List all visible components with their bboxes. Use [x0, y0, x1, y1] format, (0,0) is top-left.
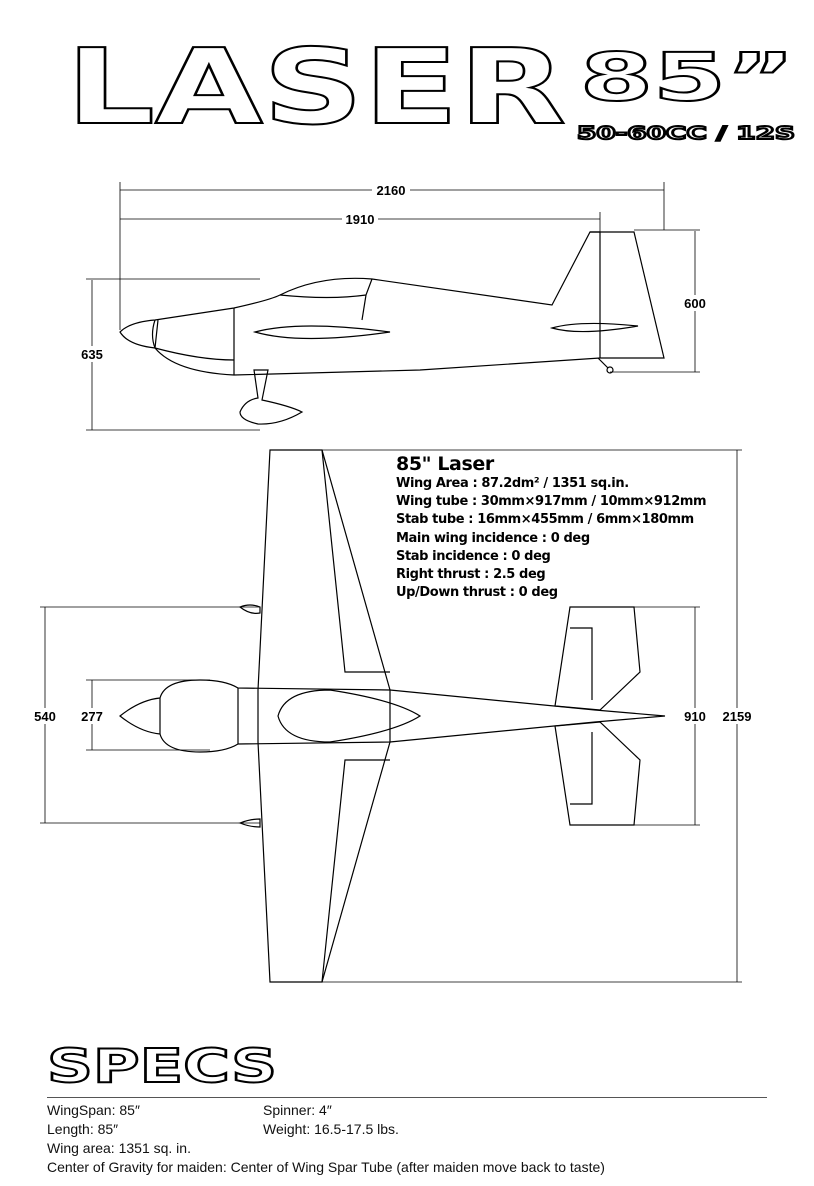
- dim-overall-length: 2160: [377, 183, 406, 198]
- dim-wingspan: 2159: [723, 709, 752, 724]
- side-view-airplane: [119, 231, 665, 425]
- spec-row: Wing tube : 30mm×917mm / 10mm×912mm: [396, 494, 707, 510]
- engine-logo: 50-60CC / 12S: [577, 123, 795, 144]
- spec-row: Stab incidence : 0 deg: [396, 548, 551, 564]
- spec-cg: Center of Gravity for maiden: Center of …: [47, 1159, 605, 1175]
- spec-row: Stab tube : 16mm×455mm / 6mm×180mm: [396, 512, 694, 528]
- spec-length: Length: 85″: [47, 1121, 119, 1137]
- spec-wingspan: WingSpan: 85″: [47, 1102, 140, 1118]
- spec-row: Right thrust : 2.5 deg: [396, 567, 546, 583]
- divider: [47, 1097, 767, 1098]
- dim-stab-span: 910: [684, 709, 706, 724]
- dim-tail-height: 600: [684, 296, 706, 311]
- spec-wing-area: Wing area: 1351 sq. in.: [47, 1140, 191, 1156]
- spec-row: Wing Area : 87.2dm² / 1351 sq.in.: [396, 476, 629, 491]
- dim-length-to-rudder: 1910: [346, 212, 375, 227]
- spec-spinner: Spinner: 4″: [263, 1102, 332, 1118]
- size-logo: 85”: [580, 39, 795, 116]
- spec-box-title: 85" Laser: [396, 453, 494, 475]
- side-view-dimensions: 2160 1910 635 600: [78, 182, 709, 431]
- dim-stab-span-inner: 540: [34, 709, 56, 724]
- spec-row: Main wing incidence : 0 deg: [396, 530, 590, 546]
- dim-cowl-width: 277: [81, 709, 103, 724]
- spec-weight: Weight: 16.5-17.5 lbs.: [263, 1121, 399, 1137]
- title-logo: LASER: [66, 26, 566, 148]
- specs-list: WingSpan: 85″ Spinner: 4″ Length: 85″ Weig…: [47, 1101, 605, 1177]
- spec-box: 85" Laser Wing Area : 87.2dm² / 1351 sq.…: [396, 453, 707, 602]
- dim-height: 635: [81, 347, 103, 362]
- spec-row: Up/Down thrust : 0 deg: [396, 585, 558, 601]
- top-view-airplane: [119, 449, 666, 983]
